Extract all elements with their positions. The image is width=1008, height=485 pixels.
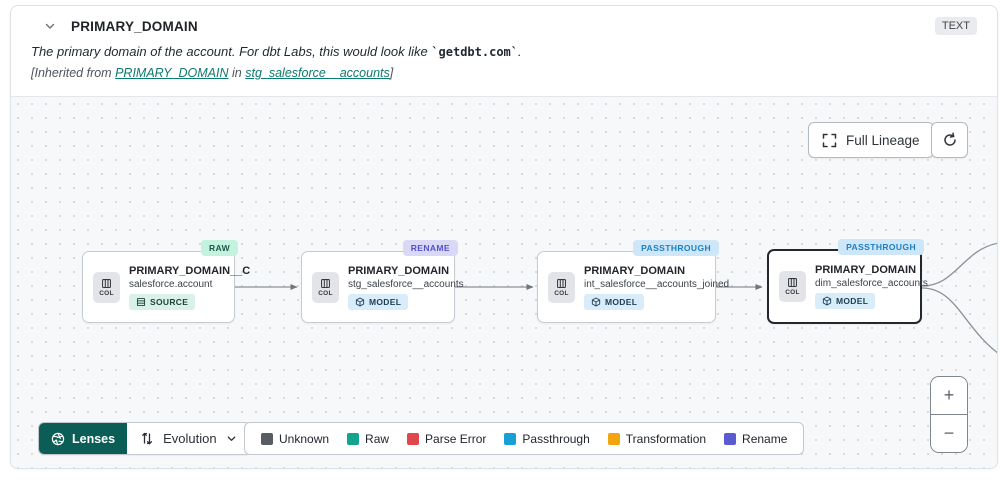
node-subtitle: stg_salesforce__accounts [348, 278, 464, 290]
column-lineage-panel: PRIMARY_DOMAIN TEXT The primary domain o… [10, 5, 998, 469]
refresh-icon [943, 132, 956, 146]
zoom-in-button[interactable]: + [931, 377, 967, 415]
legend-item: Parse Error [407, 432, 486, 446]
legend-item: Transformation [607, 432, 706, 446]
model-cube-icon [355, 297, 365, 306]
lineage-node[interactable]: RAW COL PRIMARY_DOMAIN__C salesforce.acc… [82, 240, 250, 323]
lineage-edges [235, 242, 997, 354]
columns-icon [557, 278, 566, 288]
legend-swatch [504, 432, 517, 445]
evolution-badge: PASSTHROUGH [633, 240, 719, 256]
columns-icon [102, 278, 111, 288]
evolution-legend: Unknown Raw Parse Error Passthrough Tran… [244, 422, 805, 455]
page-title: PRIMARY_DOMAIN [71, 18, 198, 34]
refresh-button[interactable] [931, 122, 968, 158]
col-chip-label: COL [785, 289, 800, 296]
lineage-node[interactable]: PASSTHROUGH COL PRIMARY_DOMAIN int_sales… [537, 240, 729, 323]
kind-badge: MODEL [815, 293, 876, 309]
evolution-badge: RENAME [402, 240, 458, 256]
inherited-model-link[interactable]: stg_salesforce__accounts [245, 66, 390, 80]
evolution-badge: RAW [200, 240, 238, 256]
col-chip-label: COL [554, 289, 569, 297]
kind-badge: MODEL [584, 293, 645, 310]
lens-dropdown[interactable]: Evolution [127, 423, 249, 454]
legend-swatch [407, 432, 420, 445]
node-subtitle: salesforce.account [129, 278, 213, 290]
collapse-chevron-icon[interactable] [41, 17, 59, 35]
column-chip: COL [93, 271, 120, 303]
inline-code: `getdbt.com` [431, 45, 519, 59]
column-chip: COL [779, 271, 806, 302]
node-title: PRIMARY_DOMAIN__C [129, 264, 251, 277]
lenses-control: Lenses Evolution [38, 422, 251, 455]
legend-swatch [607, 432, 620, 445]
legend-swatch [347, 432, 360, 445]
chevron-down-icon [227, 436, 235, 441]
full-lineage-button[interactable]: Full Lineage [808, 122, 934, 158]
lineage-canvas[interactable]: Full Lineage RAW COL PRIMARY_DOMAIN__C s… [11, 96, 997, 468]
source-icon [136, 297, 146, 306]
inherited-column-link[interactable]: PRIMARY_DOMAIN [115, 66, 229, 80]
model-cube-icon [591, 297, 601, 306]
lenses-button[interactable]: Lenses [39, 423, 128, 454]
inherited-note: [Inherited from PRIMARY_DOMAIN in stg_sa… [31, 66, 394, 80]
columns-icon [321, 278, 330, 288]
model-cube-icon [822, 296, 832, 306]
legend-swatch [261, 432, 273, 445]
expand-icon [822, 133, 837, 147]
evolution-badge: PASSTHROUGH [838, 239, 924, 255]
zoom-controls: + − [930, 376, 968, 453]
kind-badge: MODEL [348, 293, 409, 310]
column-header: PRIMARY_DOMAIN TEXT The primary domain o… [11, 6, 997, 96]
legend-item: Unknown [261, 432, 329, 446]
col-chip-label: COL [318, 289, 333, 297]
lineage-node[interactable]: PASSTHROUGH COL PRIMARY_DOMAIN dim_sales… [767, 239, 928, 324]
evolution-icon [142, 432, 153, 445]
node-title: PRIMARY_DOMAIN [815, 264, 917, 276]
legend-item: Passthrough [504, 432, 590, 446]
column-description: The primary domain of the account. For d… [31, 44, 522, 59]
node-title: PRIMARY_DOMAIN [584, 264, 686, 277]
zoom-out-button[interactable]: − [931, 415, 967, 452]
lineage-node[interactable]: RENAME COL PRIMARY_DOMAIN stg_salesforce… [301, 240, 464, 323]
lens-aperture-icon [51, 432, 65, 445]
lens-selected-value: Evolution [163, 431, 217, 446]
column-type-badge: TEXT [934, 17, 977, 35]
col-chip-label: COL [99, 289, 114, 297]
legend-item: Rename [724, 432, 787, 446]
kind-badge: SOURCE [129, 293, 196, 310]
node-title: PRIMARY_DOMAIN [348, 264, 450, 277]
node-subtitle: dim_salesforce_accounts [815, 278, 928, 289]
legend-item: Raw [347, 432, 389, 446]
legend-swatch [724, 432, 737, 445]
columns-icon [788, 278, 797, 287]
column-chip: COL [548, 271, 575, 303]
node-subtitle: int_salesforce__accounts_joined [584, 278, 730, 290]
column-chip: COL [312, 271, 339, 303]
title-row: PRIMARY_DOMAIN TEXT [31, 17, 977, 35]
